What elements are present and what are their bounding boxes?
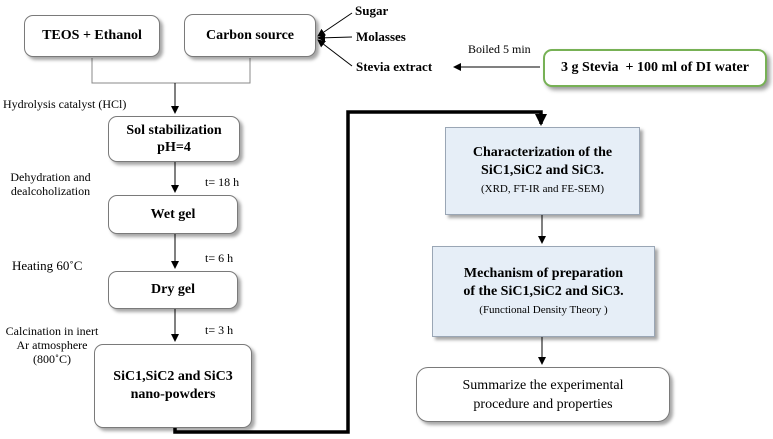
calcination-line1: Calcination in inert	[5, 324, 99, 338]
arrow-sugar	[317, 12, 353, 37]
arrow-molasses	[317, 33, 353, 42]
teos-ethanol-box: TEOS + Ethanol	[24, 15, 160, 57]
dry-gel-text: Dry gel	[151, 282, 195, 297]
source-molasses: Molasses	[356, 29, 406, 44]
dehydration-label: Dehydration and dealcoholization	[3, 170, 98, 198]
thick-connector	[173, 110, 547, 434]
boiled-label: Boiled 5 min	[468, 42, 531, 56]
sol-stabilization-box: Sol stabilization pH=4	[108, 116, 240, 162]
characterization-line3: (XRD, FT-IR and FE-SEM)	[480, 183, 605, 195]
stevia-solution-text: 3 g Stevia + 100 ml of DI water	[560, 60, 749, 75]
mechanism-line1: Mechanism of preparation	[463, 265, 624, 281]
time-3h: t= 3 h	[205, 323, 234, 337]
stevia-solution-box: 3 g Stevia + 100 ml of DI water	[543, 49, 767, 87]
sol-stabilization-line2: pH=4	[157, 140, 191, 155]
time-18h: t= 18 h	[205, 175, 240, 189]
carbon-source-text: Carbon source	[205, 27, 295, 43]
calcination-line2: Ar atmosphere	[16, 338, 88, 352]
summarize-box: Summarize the experimental procedure and…	[416, 367, 670, 422]
summarize-line1: Summarize the experimental	[462, 377, 624, 393]
time-6h: t= 6 h	[205, 251, 234, 265]
sic-line2: nano-powders	[130, 387, 216, 402]
carbon-source-box: Carbon source	[184, 14, 316, 57]
characterization-box: Characterization of the SiC1,SiC2 and Si…	[445, 127, 640, 215]
dehydration-line1: Dehydration and	[10, 170, 91, 184]
source-sugar: Sugar	[355, 3, 389, 18]
mechanism-line2: of the SiC1,SiC2 and SiC3.	[463, 283, 624, 299]
characterization-line1: Characterization of the	[472, 145, 613, 160]
wet-gel-box: Wet gel	[108, 195, 238, 234]
teos-ethanol-text: TEOS + Ethanol	[42, 28, 142, 43]
source-stevia-extract: Stevia extract	[356, 59, 433, 74]
mechanism-line3: (Functional Density Theory )	[479, 303, 608, 316]
dehydration-line2: dealcoholization	[10, 184, 91, 198]
dry-gel-box: Dry gel	[108, 271, 238, 309]
hydrolysis-label: Hydrolysis catalyst (HCl)	[3, 97, 127, 111]
sic-nanopowders-box: SiC1,SiC2 and SiC3 nano-powders	[94, 344, 252, 428]
sic-line1: SiC1,SiC2 and SiC3	[113, 369, 233, 384]
mechanism-box: Mechanism of preparation of the SiC1,SiC…	[432, 246, 655, 337]
wet-gel-text: Wet gel	[150, 206, 196, 222]
arrow-stevia	[317, 39, 353, 67]
calcination-label: Calcination in inert Ar atmosphere (800˚…	[2, 324, 102, 366]
heating-label: Heating 60˚C	[12, 258, 83, 273]
sol-stabilization-line1: Sol stabilization	[126, 123, 222, 138]
calcination-line3: (800˚C)	[33, 352, 71, 366]
merge-connector	[91, 58, 251, 84]
characterization-line2: SiC1,SiC2 and SiC3.	[481, 163, 604, 178]
summarize-line2: procedure and properties	[473, 396, 613, 412]
